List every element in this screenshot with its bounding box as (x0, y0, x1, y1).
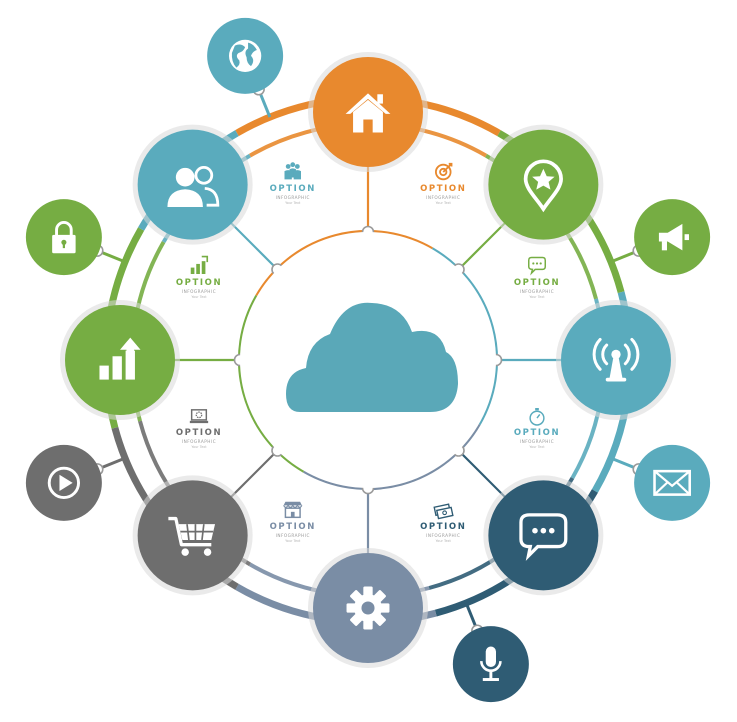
node-settings[interactable] (308, 548, 428, 668)
target-icon (434, 162, 453, 181)
option-text: Your Text (436, 539, 452, 543)
node-home[interactable] (308, 52, 428, 172)
satellite-mail[interactable] (634, 444, 711, 521)
gear-icon (346, 586, 390, 630)
option-text: Your Text (285, 201, 301, 205)
option-subtitle: INFOGRAPHIC (426, 533, 460, 538)
option-title: OPTION (176, 428, 222, 438)
option-subtitle: INFOGRAPHIC (276, 533, 310, 538)
option-subtitle: INFOGRAPHIC (520, 289, 554, 294)
laptop-gear-icon (189, 409, 209, 424)
option-title: OPTION (270, 184, 316, 194)
satellite-megaphone[interactable] (634, 199, 711, 276)
node-broadcast[interactable] (556, 300, 676, 420)
stopwatch-icon (529, 407, 545, 426)
satellite-circle (634, 444, 711, 521)
satellite-microphone[interactable] (452, 626, 529, 703)
satellite-lock[interactable] (25, 199, 102, 276)
money-icon (433, 503, 454, 520)
node-circle (137, 129, 248, 240)
speech-icon (528, 256, 546, 274)
option-text: Your Text (191, 445, 207, 449)
satellite-globe[interactable] (207, 17, 284, 94)
node-circle (488, 480, 599, 591)
node-cart[interactable] (132, 475, 253, 596)
globe-icon (228, 39, 262, 73)
shop-icon (282, 501, 303, 519)
center-hub (240, 232, 496, 488)
option-title: OPTION (270, 522, 316, 532)
node-location[interactable] (483, 124, 604, 245)
people-icon (284, 162, 302, 180)
option-subtitle: INFOGRAPHIC (520, 439, 554, 444)
option-subtitle: INFOGRAPHIC (276, 195, 310, 200)
option-text: Your Text (285, 539, 301, 543)
bars-icon (189, 255, 209, 275)
node-chat[interactable] (483, 475, 604, 596)
option-title: OPTION (420, 522, 466, 532)
satellite-play[interactable] (25, 444, 102, 521)
cloud-icon (286, 302, 458, 412)
option-text: Your Text (529, 445, 545, 449)
option-subtitle: INFOGRAPHIC (182, 289, 216, 294)
option-title: OPTION (514, 278, 560, 288)
satellite-nodes (25, 17, 711, 703)
node-users[interactable] (132, 124, 253, 245)
node-growth[interactable] (60, 300, 180, 420)
main-nodes (60, 52, 676, 668)
option-title: OPTION (176, 278, 222, 288)
option-text: Your Text (191, 295, 207, 299)
option-title: OPTION (420, 184, 466, 194)
option-text: Your Text (529, 295, 545, 299)
option-text: Your Text (436, 201, 452, 205)
option-subtitle: INFOGRAPHIC (182, 439, 216, 444)
option-title: OPTION (514, 428, 560, 438)
option-subtitle: INFOGRAPHIC (426, 195, 460, 200)
